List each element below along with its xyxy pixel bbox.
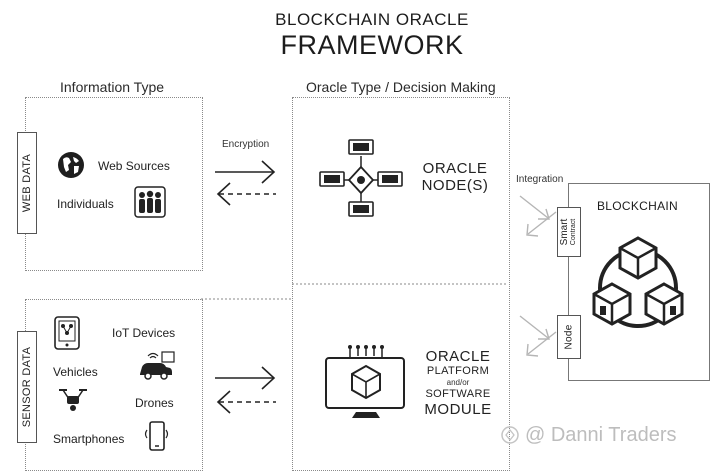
node-label: Node (563, 324, 575, 350)
oracle-platform-line-3: and/or (446, 378, 470, 387)
smartphone-icon (144, 421, 169, 451)
iot-devices-label: IoT Devices (112, 326, 176, 340)
sensor-data-label: SENSOR DATA (21, 346, 33, 428)
column-header-oracle-type: Oracle Type / Decision Making (306, 79, 496, 95)
encryption-label: Encryption (222, 139, 270, 150)
oracle-nodes-line-1: ORACLE (422, 160, 488, 177)
oracle-platform-title: ORACLE PLATFORM and/or SOFTWARE MODULE (418, 348, 498, 418)
watermark-logo-icon (501, 426, 519, 444)
individuals-label: Individuals (57, 197, 114, 211)
blockchain-cubes-icon (592, 236, 684, 328)
encryption-arrows (215, 160, 276, 206)
drones-label: Drones (135, 396, 174, 410)
globe-icon (58, 152, 84, 178)
oracle-platform-line-1: ORACLE (425, 348, 491, 365)
iot-tablet-icon (54, 316, 80, 350)
web-data-label: WEB DATA (21, 153, 33, 213)
integration-arrows (519, 195, 557, 357)
smart-contract-line-2: Contract (570, 218, 577, 246)
column-header-information-type: Information Type (60, 79, 165, 95)
oracle-platform-line-5: MODULE (424, 401, 492, 418)
blockchain-box (568, 183, 710, 381)
connected-car-icon (140, 351, 175, 380)
watermark-text: @ Danni Traders (525, 424, 677, 446)
oracle-platform-monitor-icon (325, 345, 405, 418)
integration-label: Integration (516, 174, 564, 185)
oracle-platform-line-4: SOFTWARE (425, 388, 491, 400)
sensor-data-label-box: SENSOR DATA (17, 331, 37, 443)
people-icon (134, 186, 166, 218)
smart-contract-text: Smart Contract (559, 218, 578, 246)
smart-contract-box: Smart Contract (557, 207, 581, 257)
dividers (201, 283, 508, 300)
title-line-1: BLOCKCHAIN ORACLE (275, 10, 469, 29)
oracle-platform-line-2: PLATFORM (426, 365, 490, 377)
web-data-label-box: WEB DATA (17, 132, 37, 234)
oracle-nodes-title: ORACLE NODE(S) (418, 160, 492, 194)
oracle-network-icon (319, 139, 403, 217)
blockchain-label: BLOCKCHAIN (597, 199, 679, 213)
oracle-nodes-line-2: NODE(S) (421, 177, 489, 194)
web-sources-label: Web Sources (98, 159, 170, 173)
smart-contract-line-1: Smart (559, 218, 570, 246)
sensor-arrows (215, 366, 276, 414)
vehicles-label: Vehicles (53, 365, 98, 379)
drone-icon (59, 389, 87, 411)
node-box: Node (557, 315, 581, 359)
title-line-2: FRAMEWORK (280, 30, 464, 60)
smartphones-label: Smartphones (53, 432, 125, 446)
